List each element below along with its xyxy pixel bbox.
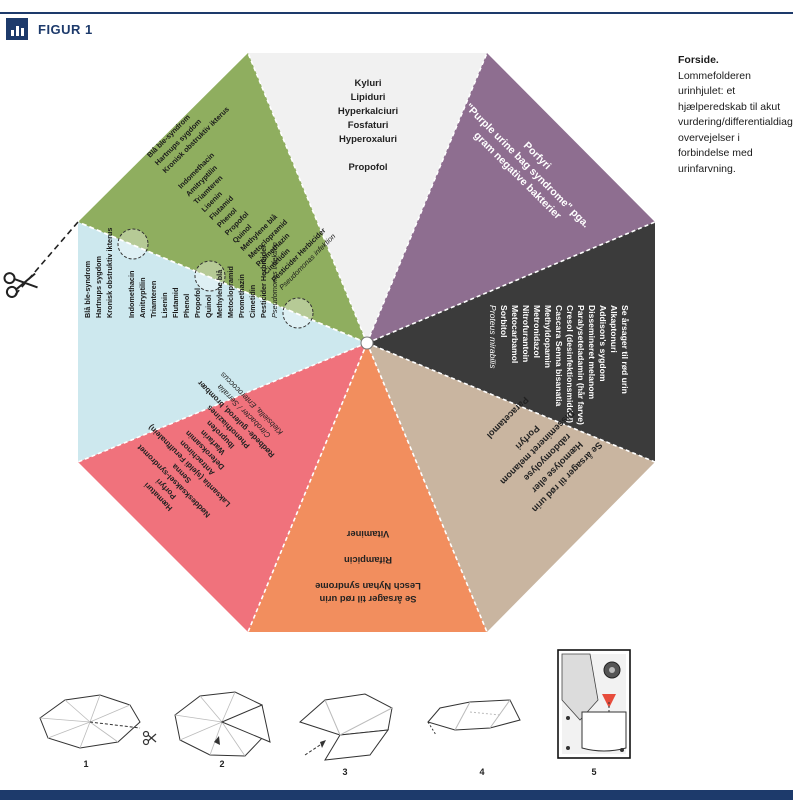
top-rule [0,12,793,14]
segment-text-line: Alkaptonuri [609,305,619,353]
segment-green [78,53,367,343]
segment-text-line: Pseudomonas infektion [270,242,279,318]
segment-text-line: Lisenin [160,292,169,318]
cut-line [77,221,368,344]
segment-purple [367,53,655,343]
scissors-icon [3,272,38,298]
segment-text-line: Indomethacin [127,271,136,318]
dark-segment-text: Se årsager til rød urinAlkaptonuriAddiso… [488,305,630,425]
segment-text-line: Se årsager til rød urin [319,594,416,605]
segment-text-line: Cascara Senna bisanatia [554,305,564,406]
step-number: 2 [219,759,224,769]
segment-text-line: Vitaminer [346,529,389,540]
segment-text-line: Promethazin [237,274,246,318]
fold-arrow-icon [320,740,326,748]
segment-text-line: Kyluri [355,78,382,89]
segment-text-line: Proteus mirabilis [488,305,498,369]
segment-text-line: Metronidazol [532,305,542,358]
fold-arrow-icon [214,736,220,745]
segment-text-line: Propofol [348,162,387,173]
segment-dark [367,222,655,462]
segment-text-line: Metocarbamol [510,305,520,363]
segment-text-line: Dissemineret melanom [587,305,597,399]
segment-text-line: Phenol [182,294,191,318]
segment-text-line: Flutamid [171,288,180,318]
figure-caption: Forside. Lommefolderen urinhjulet: et hj… [678,53,793,177]
segment-blue [78,222,367,462]
segment-text-line: Hyperkalciuri [338,106,398,117]
step-1-diagram [39,694,157,749]
segment-orange [248,343,487,632]
bottom-rule [0,790,793,800]
fold-arrow-icon [282,297,314,329]
segment-text-line: Cresol (desinfektionsmiddel) [565,305,575,423]
caption-text: Lommefolderen urinhjulet: et hjælperedsk… [678,69,793,175]
segment-text-line: Nitrofurantoin [521,305,531,362]
segment-text-line: Hyperoxaluri [339,134,397,145]
fold-markers [117,228,314,329]
segment-text-line: Fosfaturi [348,120,389,131]
segment-text-line: Amitryptilin [138,277,147,318]
scissors-icon [142,730,157,746]
step-number: 3 [342,767,347,777]
fold-arrow-icon [117,228,149,260]
segment-text-line: Rifampicin [344,555,392,566]
segment-text-line: Methylene blå [215,269,224,318]
step-3-diagram [299,693,393,761]
white-segment-text: KyluriLipiduriHyperkalciuriFosfaturiHype… [338,78,398,173]
caption-lead: Forside. [678,54,719,66]
step-5-diagram [557,649,631,759]
segment-text-line: Sorbitol [499,305,509,337]
fold-arrow-icon [194,260,226,292]
segment-text-line: Propofol [193,288,202,318]
segment-red [78,343,367,632]
segment-text-line: Triamteren [149,281,158,318]
step-number: 4 [479,767,484,777]
segment-text-line: Blå ble-syndrom [83,260,92,318]
segment-text-line: Methyldopamin [543,305,553,368]
fold-lines [77,52,656,633]
figure-label: FIGUR 1 [38,21,93,37]
center-hole [360,336,374,350]
step-number: 1 [83,759,88,769]
segment-text-line: Hartnups sygdom [94,255,103,318]
segment-text-line: Lipiduri [351,92,386,103]
segment-text-line: Pesticider Herbicider [259,245,268,318]
segment-tan [367,343,655,632]
segment-text-line: Kronisk obstruktiv ikterus [105,228,114,318]
segment-text-line: Addison's sygdom [598,305,608,382]
segment-text-line: Metoclopramid [226,266,235,318]
segment-white [248,53,487,343]
folding-steps: 1 2 3 4 5 [39,649,631,777]
bar-chart-icon [6,18,28,40]
segment-text-line: Cimetidin [248,285,257,318]
urine-wheel: KyluriLipiduriHyperkalciuriFosfaturiHype… [3,52,656,633]
step-4-diagram [427,699,521,736]
cut-line-outer [14,221,79,296]
segment-text-line: Se årsager til rød urin [620,305,630,394]
figure-header: FIGUR 1 [6,18,93,40]
segment-text-line: Quinol [204,295,213,318]
orange-segment-text: Se årsager til rød urin Lesch Nyhan syndr… [315,529,421,605]
segment-text-line: Paralyseteladamin (hår farve) [576,305,586,425]
step-2-diagram [174,691,271,757]
segment-text-line: Lesch Nyhan syndrome [315,581,421,592]
step-number: 5 [591,767,596,777]
